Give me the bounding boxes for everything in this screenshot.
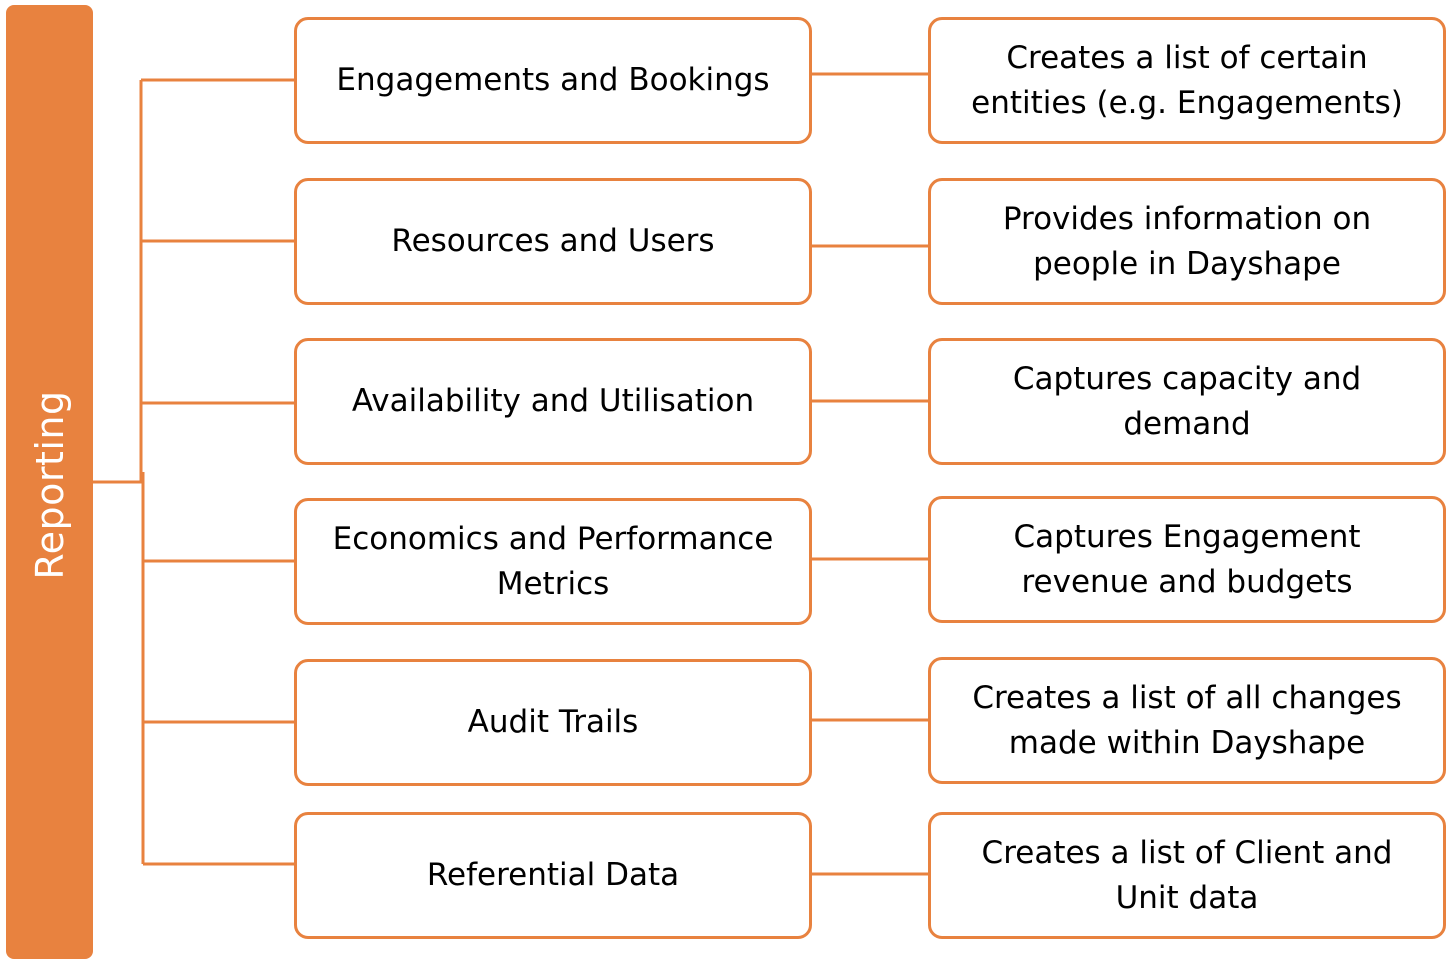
category-node-economics-performance: Economics and Performance Metrics (294, 498, 812, 625)
description-node-engagements-bookings: Creates a list of certain entities (e.g.… (928, 17, 1446, 144)
category-node-engagements-bookings: Engagements and Bookings (294, 17, 812, 144)
description-text: Creates a list of certain entities (e.g.… (971, 39, 1403, 121)
description-text: Captures Engagement revenue and budgets (1013, 518, 1361, 600)
category-label: Availability and Utilisation (351, 383, 755, 419)
description-text: Creates a list of all changes made withi… (972, 679, 1402, 761)
description-node-availability-utilisation: Captures capacity and demand (928, 338, 1446, 465)
category-label: Engagements and Bookings (336, 62, 770, 98)
description-node-economics-performance: Captures Engagement revenue and budgets (928, 496, 1446, 623)
category-label: Referential Data (426, 857, 680, 893)
reporting-root-node: Reporting (6, 5, 93, 959)
description-text: Creates a list of Client and Unit data (981, 834, 1393, 916)
category-label: Audit Trails (467, 704, 639, 740)
description-text: Provides information on people in Daysha… (1002, 200, 1372, 282)
category-label: Resources and Users (391, 223, 715, 259)
description-text: Captures capacity and demand (1012, 360, 1362, 442)
category-node-availability-utilisation: Availability and Utilisation (294, 338, 812, 465)
category-node-resources-users: Resources and Users (294, 178, 812, 305)
description-node-referential-data: Creates a list of Client and Unit data (928, 812, 1446, 939)
category-node-audit-trails: Audit Trails (294, 659, 812, 786)
category-label: Economics and Performance Metrics (332, 520, 774, 602)
category-node-referential-data: Referential Data (294, 812, 812, 939)
description-node-resources-users: Provides information on people in Daysha… (928, 178, 1446, 305)
description-node-audit-trails: Creates a list of all changes made withi… (928, 657, 1446, 784)
